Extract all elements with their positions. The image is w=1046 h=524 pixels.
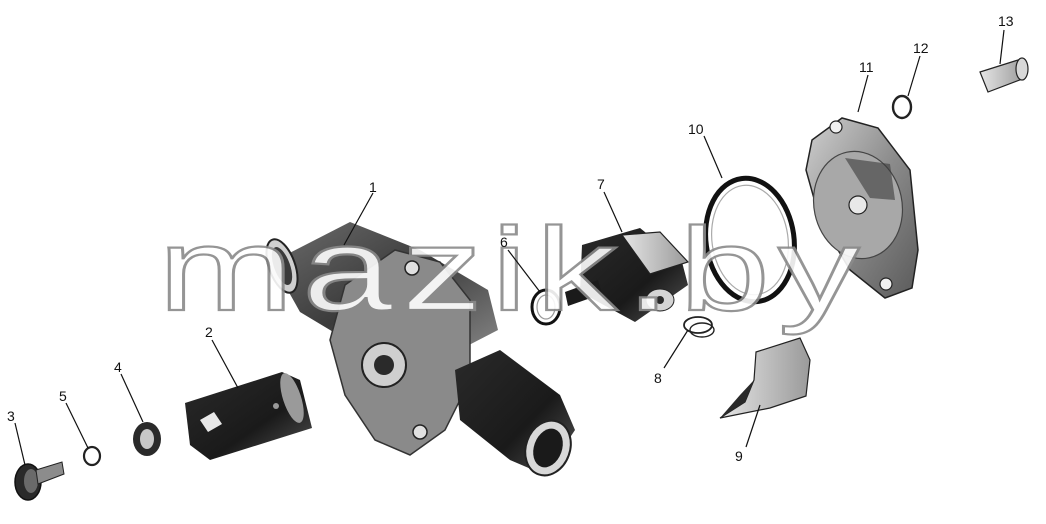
label-part-10: 10 xyxy=(688,121,704,137)
label-part-6: 6 xyxy=(500,234,508,250)
o-ring-part-6 xyxy=(530,288,562,326)
part-labels: 1 2 3 4 5 6 7 8 9 10 11 12 13 xyxy=(7,13,1014,464)
washer-part-4 xyxy=(133,422,161,456)
label-part-4: 4 xyxy=(114,359,122,375)
bolt-part-3 xyxy=(14,461,65,501)
watermark-text: mazik.by xyxy=(158,204,868,336)
label-part-2: 2 xyxy=(205,324,213,340)
sleeve-part-2 xyxy=(185,372,312,460)
clip-part-8 xyxy=(683,316,715,338)
housing-part-1 xyxy=(265,222,575,477)
cover-plate-part-11 xyxy=(805,117,919,299)
leader-lines xyxy=(14,29,1005,466)
label-part-7: 7 xyxy=(597,176,605,192)
label-part-5: 5 xyxy=(59,388,67,404)
gasket-ring-part-10 xyxy=(703,175,797,305)
shield-part-9 xyxy=(719,337,811,419)
ring-part-5 xyxy=(82,445,102,467)
label-part-3: 3 xyxy=(7,408,15,424)
label-part-13: 13 xyxy=(998,13,1014,29)
label-part-1: 1 xyxy=(369,179,377,195)
ring-part-12 xyxy=(891,94,913,120)
valve-block-part-7 xyxy=(565,228,690,322)
label-part-8: 8 xyxy=(654,370,662,386)
label-part-12: 12 xyxy=(913,40,929,56)
label-part-11: 11 xyxy=(859,59,874,75)
pin-part-13 xyxy=(979,57,1029,93)
label-part-9: 9 xyxy=(735,448,743,464)
